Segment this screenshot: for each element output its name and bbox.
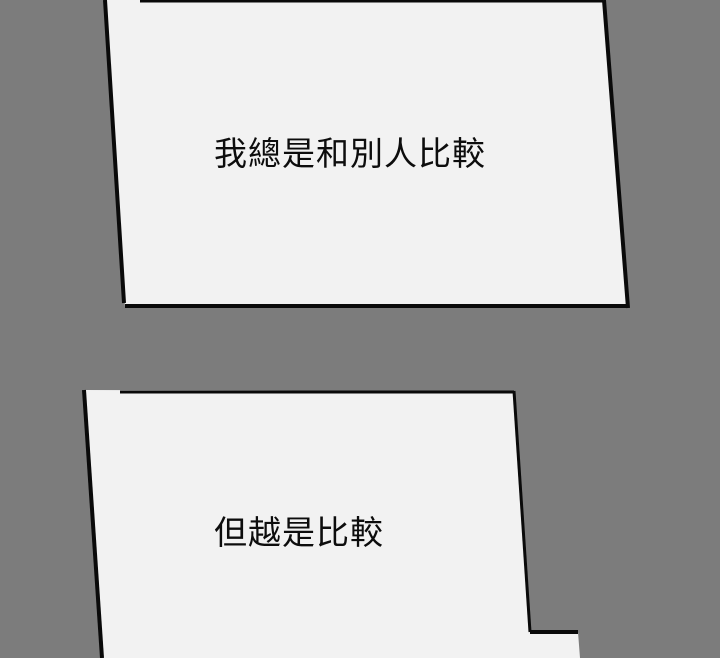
panel-1-caption: 我總是和別人比較 [214, 134, 486, 173]
comic-panel-1 [103, 0, 630, 309]
comic-panel-2 [82, 389, 580, 658]
panel-2-caption: 但越是比較 [214, 513, 384, 552]
